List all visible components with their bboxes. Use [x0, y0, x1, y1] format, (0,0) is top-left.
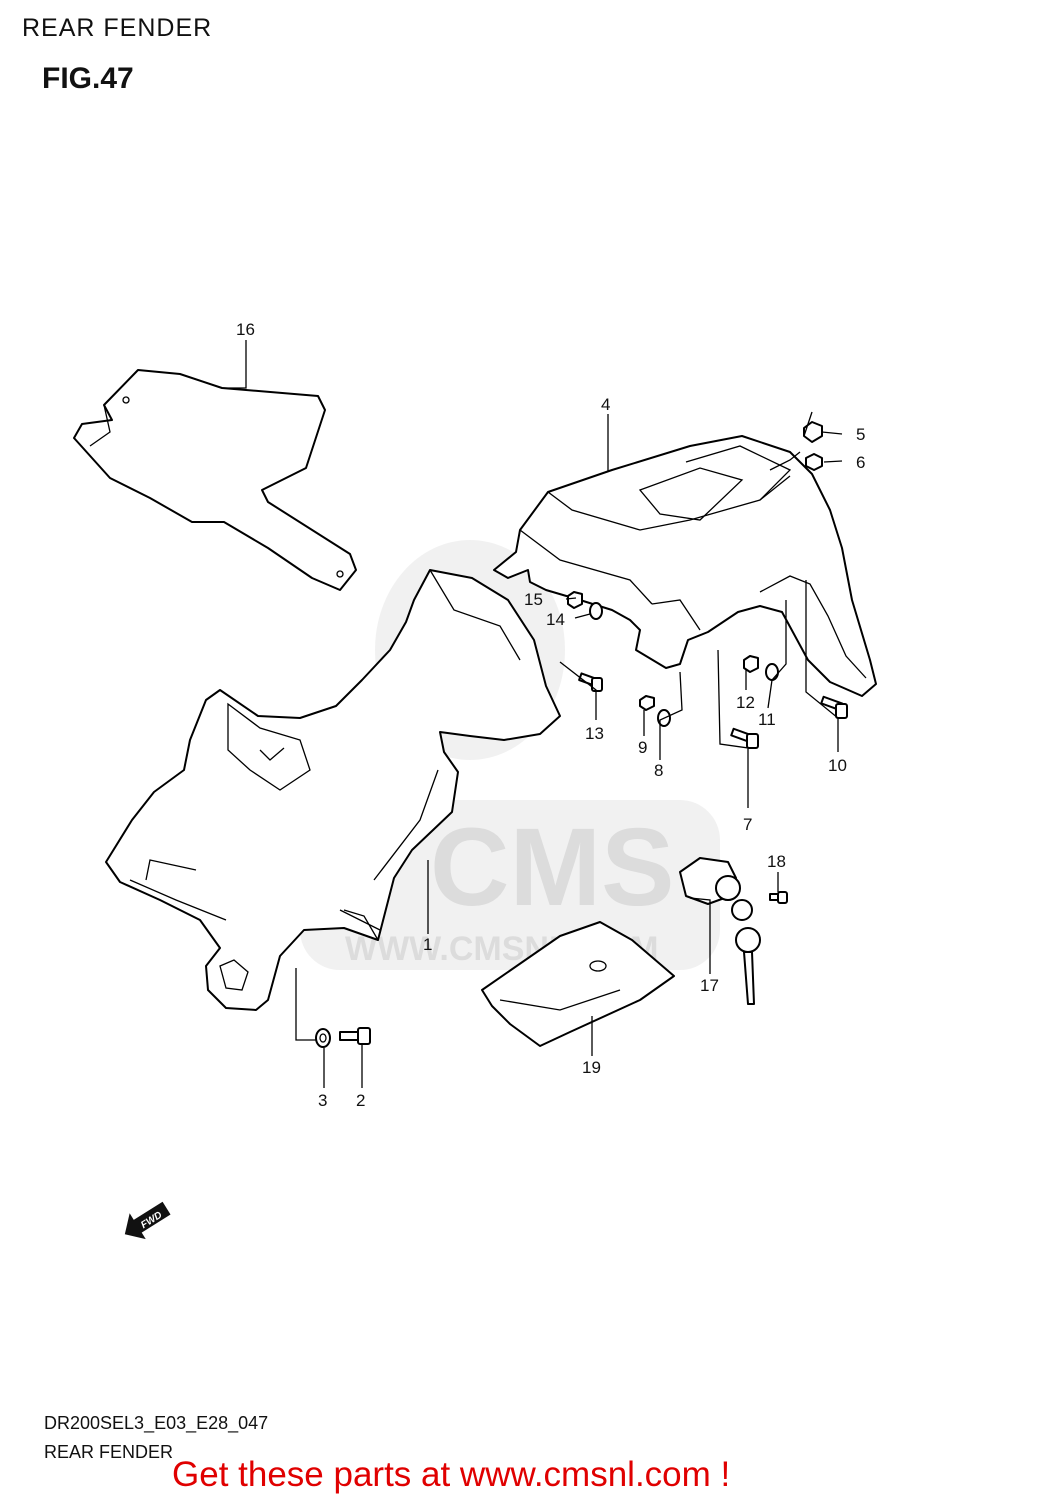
part-7-bolt-icon[interactable]: [730, 727, 759, 749]
callout-labels: 16 4 5 6 15 14 12 11 13 9 10 8 7 18 1 17…: [236, 320, 865, 1110]
leader-lines: [222, 340, 843, 1088]
callout-9: 9: [638, 738, 647, 757]
part-13-bolt-icon[interactable]: [578, 672, 603, 692]
callout-4: 4: [601, 395, 610, 414]
part-15-nut-icon[interactable]: [567, 591, 583, 609]
callout-15: 15: [524, 590, 543, 609]
callout-1: 1: [423, 935, 432, 954]
callout-8: 8: [654, 761, 663, 780]
callout-6: 6: [856, 453, 865, 472]
part-19-tool-bag[interactable]: [481, 921, 675, 1047]
callout-11: 11: [758, 710, 776, 729]
callout-3: 3: [318, 1091, 327, 1110]
diagram-code: DR200SEL3_E03_E28_047: [44, 1413, 269, 1433]
callout-13: 13: [585, 724, 604, 743]
part-5-nut-icon[interactable]: [803, 421, 823, 443]
callout-18: 18: [767, 852, 786, 871]
forward-arrow-icon: FWD: [124, 1201, 171, 1240]
part-17-lock-set[interactable]: [679, 857, 761, 1005]
part-18-screw-icon[interactable]: [769, 891, 788, 904]
fasteners: [315, 421, 848, 1048]
callout-14: 14: [546, 610, 565, 629]
part-11-washer-icon[interactable]: [765, 663, 779, 681]
callout-17: 17: [700, 976, 719, 995]
part-14-washer-icon[interactable]: [589, 602, 603, 620]
callout-7: 7: [743, 815, 752, 834]
watermark-brand: CMS: [430, 806, 674, 929]
callout-19: 19: [582, 1058, 601, 1077]
part-3-washer-icon[interactable]: [315, 1028, 331, 1048]
part-6-nut-icon[interactable]: [805, 453, 823, 471]
callout-16: 16: [236, 320, 255, 339]
part-10-bolt-icon[interactable]: [820, 695, 848, 719]
figure-label: FIG.47: [42, 62, 134, 95]
part-12-nut-icon[interactable]: [743, 655, 759, 673]
callout-10: 10: [828, 756, 847, 775]
promo-link[interactable]: Get these parts at www.cmsnl.com !: [172, 1455, 731, 1494]
diagram-name: REAR FENDER: [44, 1442, 174, 1462]
page-title: REAR FENDER: [22, 14, 213, 42]
part-16-plate[interactable]: [73, 369, 357, 591]
callout-2: 2: [356, 1091, 365, 1110]
part-4-rear-fender-upper[interactable]: [493, 435, 877, 697]
part-9-nut-icon[interactable]: [639, 695, 655, 711]
part-1-rear-inner-fender[interactable]: [105, 569, 561, 1011]
callout-5: 5: [856, 425, 865, 444]
callout-12: 12: [736, 693, 755, 712]
part-2-bolt-icon[interactable]: [339, 1027, 371, 1045]
